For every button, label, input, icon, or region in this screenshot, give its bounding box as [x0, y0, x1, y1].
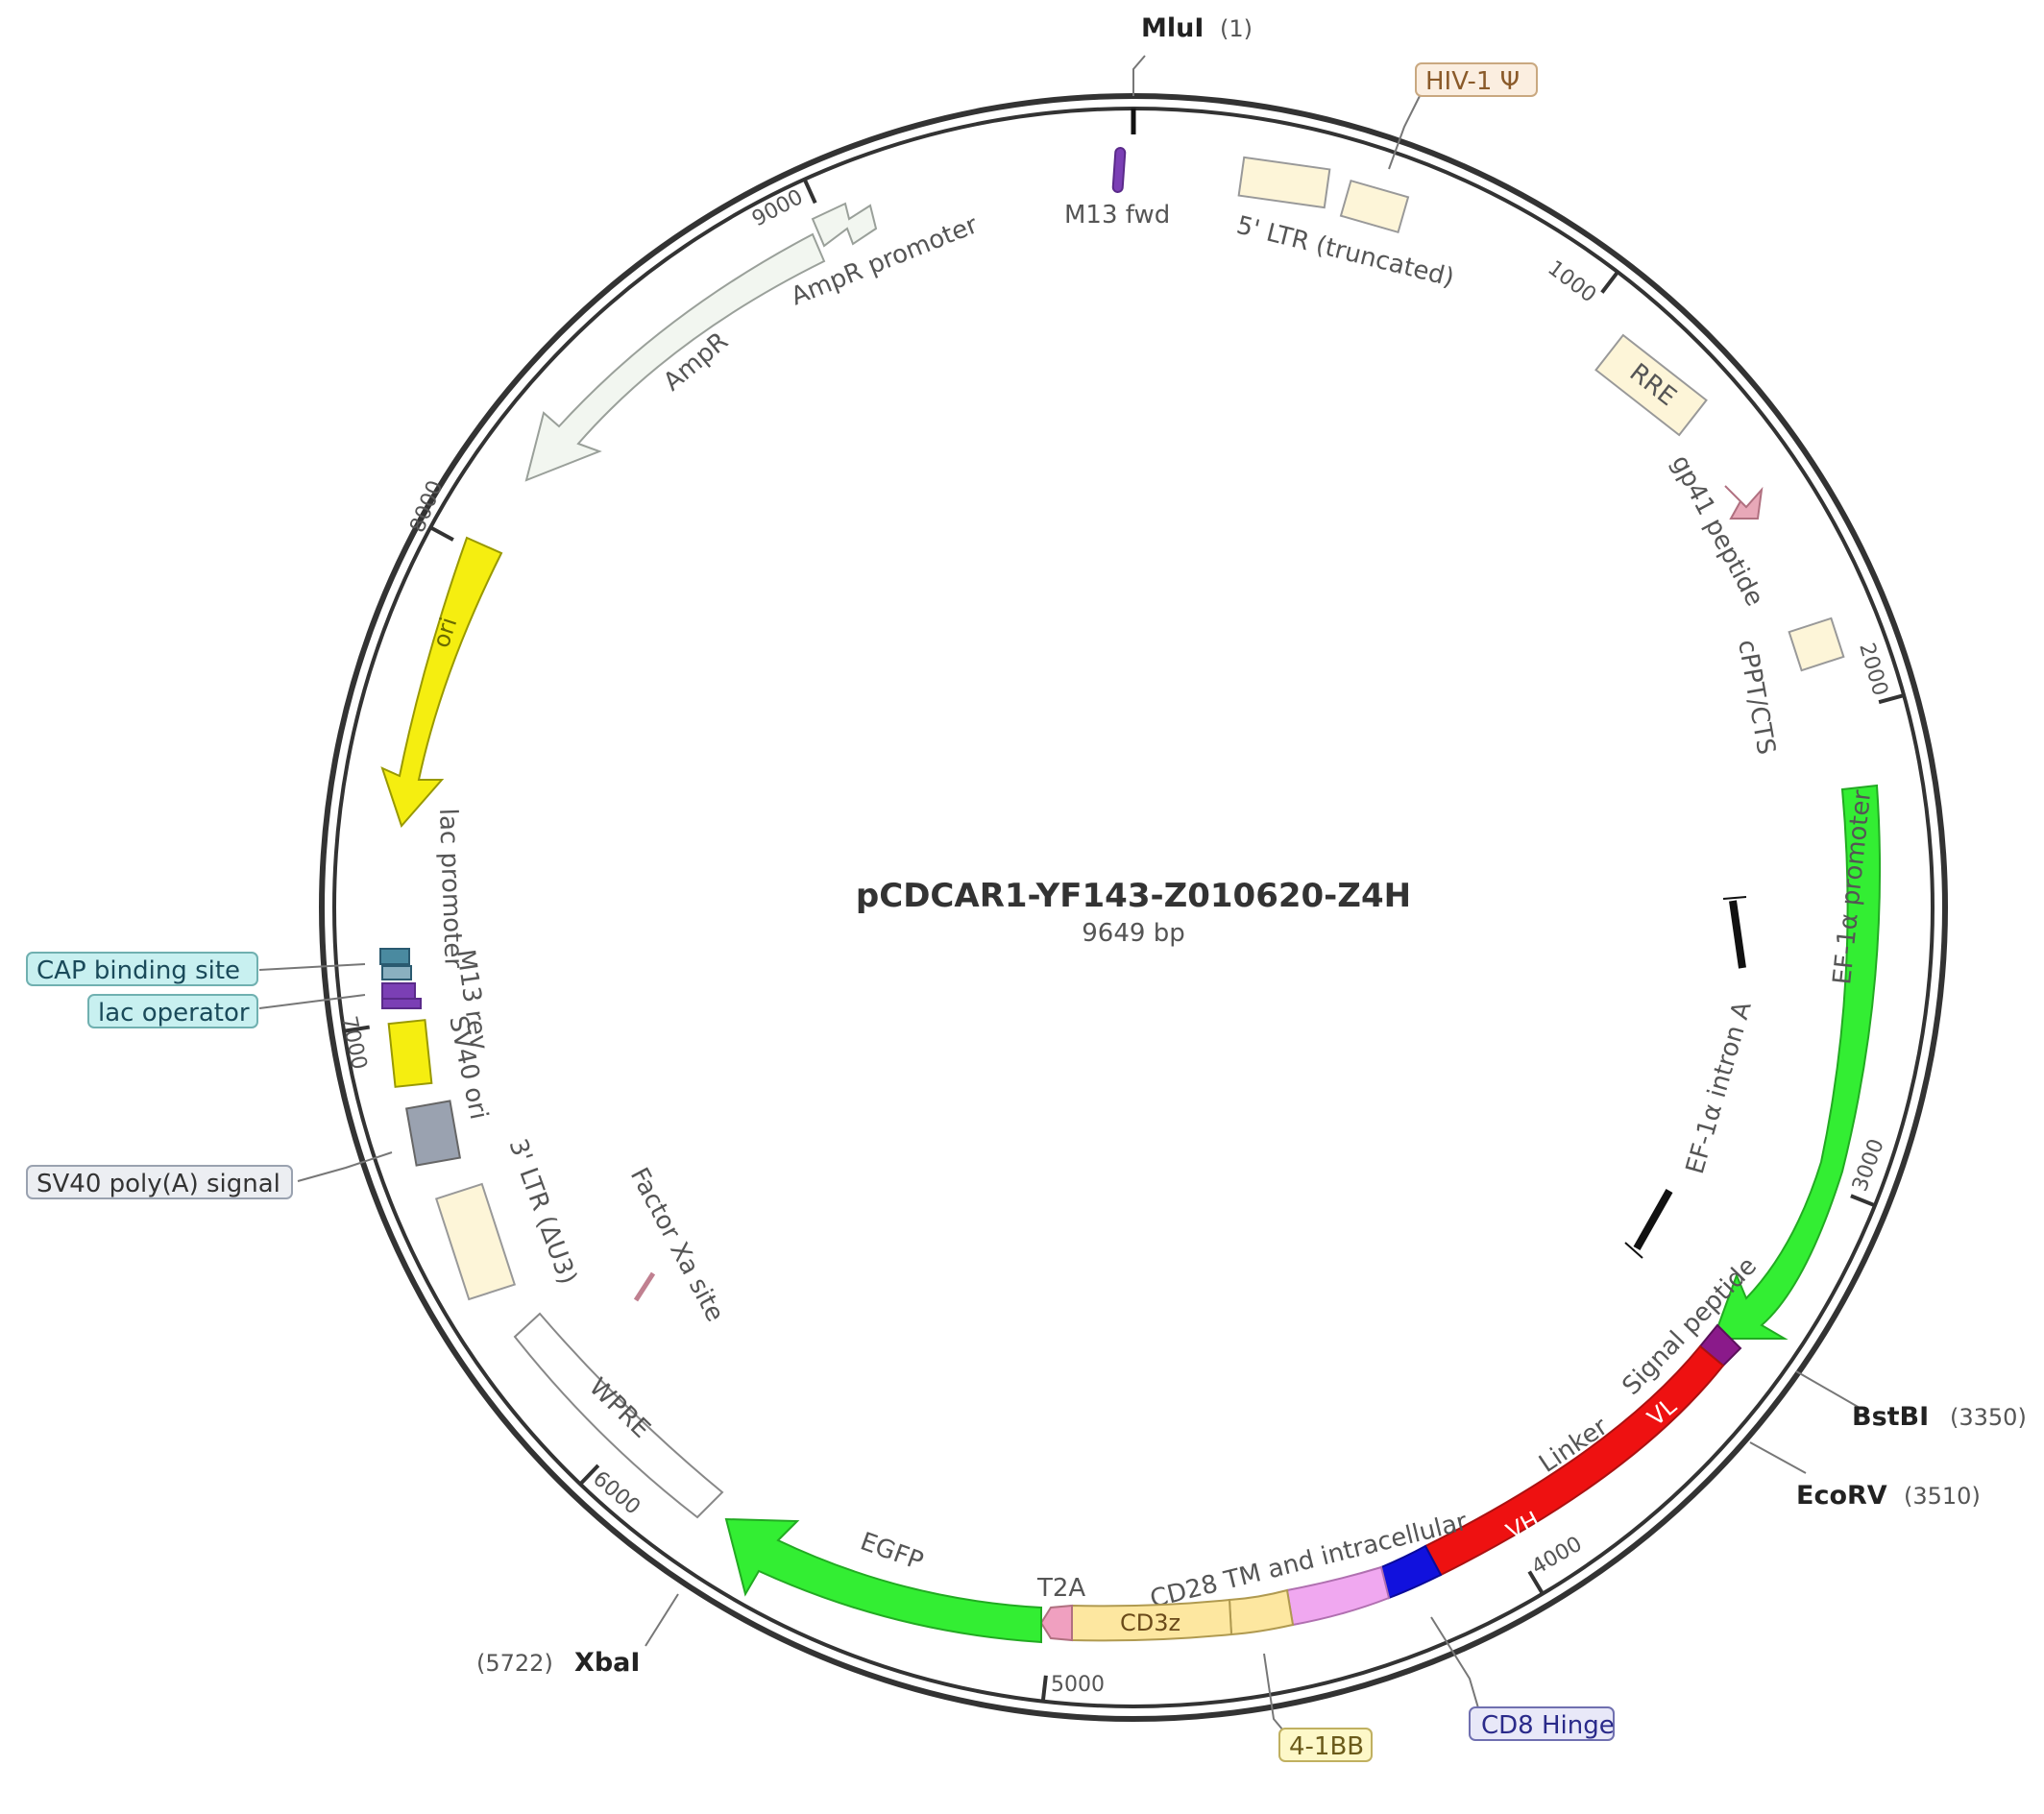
feature-cap-site: [379, 948, 410, 965]
feature-label-41bb: 4-1BB: [1289, 1732, 1364, 1761]
tick-label-2000: 2000: [1854, 641, 1891, 699]
site-ecorv: EcoRV: [1796, 1481, 1887, 1511]
feature-label-m13-fwd: M13 fwd: [1064, 201, 1170, 230]
site-xbai-pos: (5722): [476, 1650, 553, 1677]
feature-m13-fwd: [1111, 147, 1127, 193]
feature-sv40-polya: [404, 1100, 462, 1167]
tick-mark: [343, 1025, 371, 1033]
feature-rre: [1594, 333, 1708, 437]
feature-label-ef1a-intron: EF-1α intron A: [1681, 998, 1758, 1176]
feature-sv40-ori: [387, 1019, 433, 1088]
site-ecorv-pos: (3510): [1904, 1483, 1981, 1510]
feature-m13-rev: [381, 998, 422, 1009]
feature-ampr: [524, 232, 826, 482]
feature-cppt: [1788, 617, 1845, 672]
intron-bracket-bottom: [1624, 1242, 1643, 1259]
tick-mark: [802, 178, 817, 205]
feature-egfp: [724, 1517, 1042, 1644]
site-mlui: MluI: [1141, 13, 1204, 43]
cd8-hinge-leader: [1430, 1616, 1480, 1712]
feature-label-lac-operator: lac operator: [98, 999, 250, 1028]
feature-label-egfp: EGFP: [857, 1527, 927, 1576]
feature-wpre: [513, 1312, 724, 1519]
tick-mark: [1040, 1675, 1048, 1702]
feature-41bb: [1228, 1588, 1295, 1636]
tick-label-7000: 7000: [336, 1014, 371, 1072]
feature-label-cppt: cPPT/CTS: [1732, 638, 1781, 757]
intron-bracket-seg2: [1633, 1189, 1673, 1250]
feature-label-cd3z: CD3z: [1120, 1609, 1180, 1636]
feature-label-hiv-psi: HIV-1 Ψ: [1425, 67, 1520, 96]
feature-label-gp41: gp41 peptide: [1666, 450, 1769, 611]
box-sv40-polya: [26, 1165, 293, 1199]
mlui-leader: [1132, 55, 1146, 96]
plasmid-name: pCDCAR1-YF143-Z010620-Z4H: [856, 877, 1411, 915]
feature-label-t2a: T2A: [1036, 1574, 1085, 1603]
feature-ampr-promoter: [811, 202, 878, 248]
cap-leader: [258, 963, 366, 971]
ecorv-leader: [1749, 1441, 1807, 1474]
tick-mark: [578, 1463, 600, 1486]
tick-label-5000: 5000: [1051, 1673, 1105, 1697]
feature-factor-xa: [633, 1271, 656, 1302]
feature-ef1a-promoter: [1712, 784, 1882, 1340]
box-41bb: [1278, 1728, 1373, 1762]
feature-ori: [380, 536, 503, 828]
plasmid-length: 9649 bp: [1082, 919, 1184, 948]
xbai-leader: [645, 1593, 679, 1647]
site-bstbi: BstBI: [1852, 1402, 1929, 1432]
feature-5-ltr: [1237, 156, 1331, 209]
site-mlui-pos: (1): [1220, 15, 1253, 42]
tick-mark: [1850, 1194, 1876, 1208]
tick-mark: [1600, 270, 1619, 294]
feature-label-cap: CAP binding site: [36, 956, 240, 985]
hiv-psi-leader: [1388, 95, 1421, 170]
tick-label-1000: 1000: [1543, 256, 1600, 308]
box-lac-operator: [87, 994, 258, 1028]
tick-marks: [343, 178, 1905, 1702]
feature-label-factor-xa: Factor Xa site: [624, 1163, 730, 1326]
box-cap: [26, 952, 258, 986]
bstbi-leader: [1795, 1370, 1861, 1409]
feature-label-cd8-hinge: CD8 Hinge: [1481, 1711, 1615, 1740]
feature-lac-operator: [381, 982, 416, 1000]
tick-mark: [1527, 1570, 1545, 1595]
box-hiv-psi: [1415, 62, 1538, 97]
feature-label-3-ltr: 3' LTR (ΔU3): [502, 1135, 581, 1288]
feature-ef1a-intron-a: [1729, 900, 1746, 969]
lac-operator-leader: [258, 994, 366, 1009]
box-cd8-hinge: [1469, 1706, 1615, 1741]
feature-hiv-psi: [1339, 179, 1410, 234]
site-xbai: XbaI: [574, 1648, 640, 1678]
feature-label-5-ltr: 5' LTR (truncated): [1233, 211, 1456, 293]
intron-bracket-top: [1722, 896, 1747, 900]
feature-3-ltr: [434, 1182, 517, 1301]
feature-label-lac-promoter: lac promoter: [433, 808, 468, 969]
site-bstbi-pos: (3350): [1950, 1404, 2027, 1431]
tick-mark: [1878, 693, 1905, 705]
feature-label-sv40-polya: SV40 poly(A) signal: [36, 1170, 280, 1198]
sv40-polya-leader: [297, 1151, 393, 1182]
41bb-leader: [1263, 1653, 1284, 1731]
feature-t2a: [1039, 1604, 1073, 1642]
tick-label-6000: 6000: [588, 1466, 645, 1519]
tick-mark: [429, 525, 454, 542]
feature-gp41: [1724, 485, 1764, 520]
feature-cap-site-2: [381, 965, 412, 980]
